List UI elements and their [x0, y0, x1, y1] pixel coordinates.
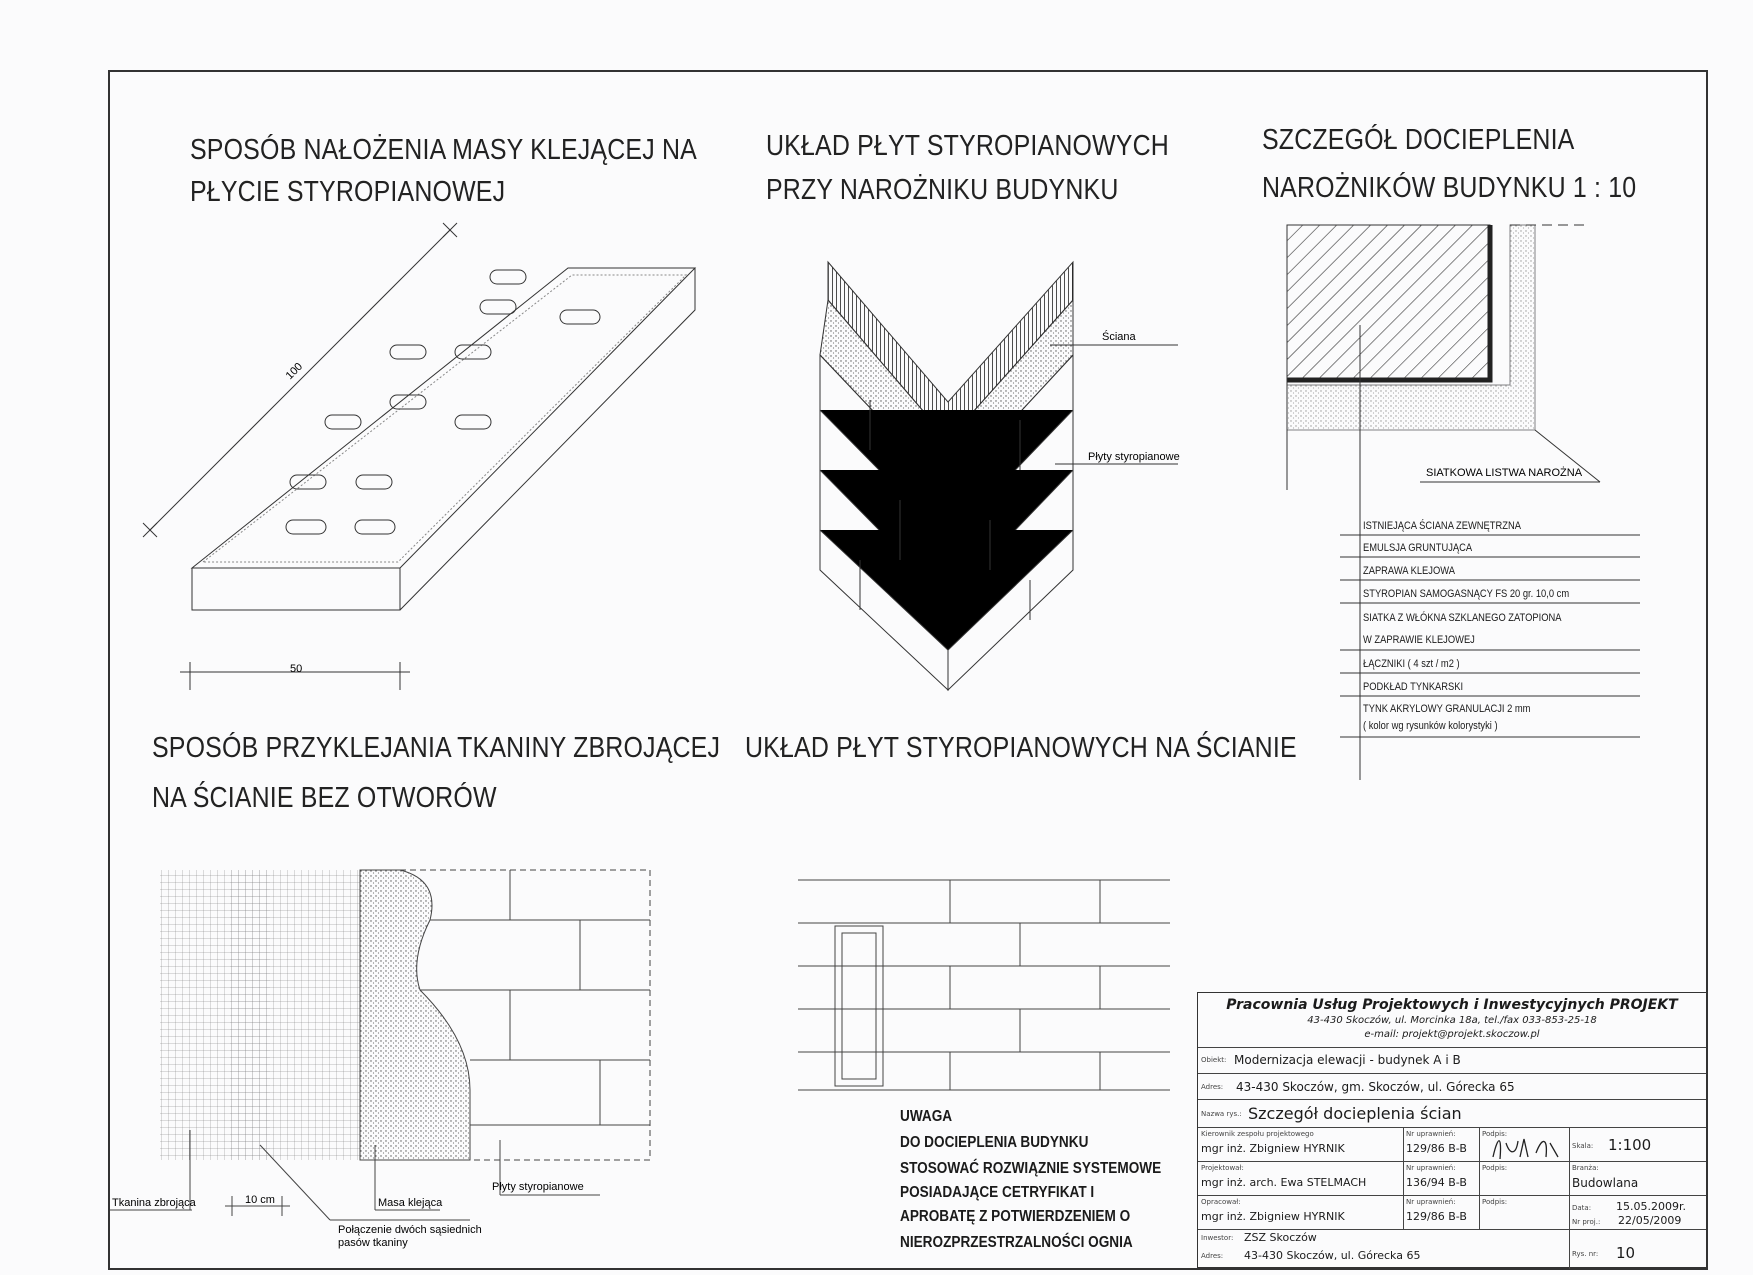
title-corner-detail-1: SZCZEGÓŁ DOCIEPLENIA	[1262, 124, 1575, 156]
layer-2: EMULSJA GRUNTUJĄCA	[1363, 542, 1473, 554]
wall-layout-drawing	[798, 879, 1170, 1091]
person-1-name: mgr inż. Zbigniew HYRNIK	[1201, 1142, 1345, 1155]
layer-1: ISTNIEJĄCA ŚCIANA ZEWNĘTRZNA	[1363, 520, 1521, 532]
layer-8a: TYNK AKRYLOWY GRANULACJI 2 mm	[1363, 703, 1531, 715]
branch-value: Budowlana	[1572, 1176, 1639, 1190]
overlap-dimension: 10 cm	[245, 1194, 275, 1206]
person-2-name: mgr inż. arch. Ewa STELMACH	[1201, 1176, 1367, 1189]
person-3-name: mgr inż. Zbigniew HYRNIK	[1201, 1210, 1345, 1223]
title-block: Pracownia Usług Projektowych i Inwestycy…	[1197, 992, 1707, 1269]
styrofoam-label: Płyty styropianowe	[1088, 451, 1180, 463]
mesh-fabric-label: Tkanina zbrojąca	[112, 1197, 197, 1209]
firm-email: e-mail: projekt@projekt.skoczow.pl	[1364, 1029, 1540, 1040]
adhesive-mass-label: Masa klejąca	[378, 1197, 443, 1209]
mesh-wall-drawing	[110, 869, 651, 1221]
date-value: 15.05.2009r.	[1616, 1200, 1686, 1213]
title-mesh-1: SPOSÓB PRZYKLEJANIA TKANINY ZBROJĄCEJ	[152, 732, 721, 764]
project-no-value: 22/05/2009	[1618, 1214, 1682, 1227]
sheet-no-value: 10	[1616, 1244, 1636, 1262]
scale-value: 1:100	[1608, 1136, 1652, 1154]
drawing-name-value: Szczegół docieplenia ścian	[1248, 1104, 1462, 1123]
person-row-2: Projektował: mgr inż. arch. Ewa STELMACH…	[1198, 1161, 1706, 1195]
investor-row: Inwestor: ZSZ Skoczów Adres: 43-430 Skoc…	[1198, 1229, 1706, 1269]
person-row-3: Opracował: mgr inż. Zbigniew HYRNIK Nr u…	[1198, 1195, 1706, 1229]
layer-8b: ( kolor wg rysunków kolorystyki )	[1363, 720, 1498, 732]
title-mesh-2: NA ŚCIANIE BEZ OTWORÓW	[152, 782, 497, 814]
object-value: Modernizacja elewacji - budynek A i B	[1234, 1053, 1461, 1067]
person-3-license: 129/86 B-B	[1406, 1210, 1467, 1223]
layer-4: STYROPIAN SAMOGASNĄCY FS 20 gr. 10,0 cm	[1363, 588, 1570, 600]
note-line-2: STOSOWAĆ ROZWIĄZNIE SYSTEMOWE	[900, 1160, 1162, 1177]
address-row: Adres: 43-430 Skoczów, gm. Skoczów, ul. …	[1198, 1073, 1706, 1099]
layer-7: PODKŁAD TYNKARSKI	[1363, 681, 1464, 693]
width-dimension: 50	[290, 663, 302, 675]
drawing-name-row: Nazwa rys.: Szczegół docieplenia ścian	[1198, 1099, 1706, 1127]
layer-6: ŁĄCZNIKI ( 4 szt / m2 )	[1363, 658, 1460, 670]
person-row-1: Kierownik zespołu projektowego mgr inż. …	[1198, 1127, 1706, 1161]
person-2-license: 136/94 B-B	[1406, 1176, 1467, 1189]
investor-address-value: 43-430 Skoczów, ul. Górecka 65	[1244, 1249, 1421, 1262]
title-adhesive-2: PŁYCIE STYROPIANOWEJ	[190, 176, 506, 208]
wall-label: Ściana	[1102, 330, 1137, 343]
note-line-3: POSIADAJĄCE CETRYFIKAT I	[900, 1184, 1095, 1201]
investor-value: ZSZ Skoczów	[1244, 1231, 1317, 1244]
layer-5a: SIATKA Z WŁÓKNA SZKLANEGO ZATOPIONA	[1363, 612, 1562, 624]
title-corner-layout-2: PRZY NAROŻNIKU BUDYNKU	[766, 174, 1119, 206]
layer-3: ZAPRAWA KLEJOWA	[1363, 565, 1455, 577]
note-line-4: APROBATĘ Z POTWIERDZENIEM O	[900, 1208, 1131, 1225]
title-wall-layout: UKŁAD PŁYT STYROPIANOWYCH NA ŚCIANIE	[745, 732, 1297, 764]
firm-name: Pracownia Usług Projektowych i Inwestycy…	[1226, 997, 1678, 1013]
corner-detail-drawing	[1286, 224, 1601, 780]
signature-image	[1492, 1138, 1559, 1160]
layer-legend-lines	[1340, 534, 1640, 738]
joint-label-1: Połączenie dwóch sąsiednich	[338, 1224, 482, 1236]
note-heading: UWAGA	[900, 1108, 953, 1125]
corner-strip-label: SIATKOWA LISTWA NAROŻNA	[1426, 466, 1583, 479]
drawing-sheet-border	[108, 70, 1708, 1270]
person-1-license: 129/86 B-B	[1406, 1142, 1467, 1155]
title-corner-layout-1: UKŁAD PŁYT STYROPIANOWYCH	[766, 130, 1169, 162]
note-line-1: DO DOCIEPLENIA BUDYNKU	[900, 1134, 1089, 1151]
joint-label-2: pasów tkaniny	[338, 1237, 408, 1249]
title-adhesive-1: SPOSÓB NAŁOŻENIA MASY KLEJĄCEJ NA	[190, 134, 697, 166]
adhesive-board-drawing	[142, 222, 697, 690]
layer-5b: W ZAPRAWIE KLEJOWEJ	[1363, 634, 1475, 646]
length-dimension: 100	[284, 361, 305, 382]
corner-boards-drawing	[819, 260, 1178, 692]
object-row: Obiekt: Modernizacja elewacji - budynek …	[1198, 1047, 1706, 1073]
note-line-5: NIEROZPRZESTRZALNOŚCI OGNIA	[900, 1234, 1133, 1251]
boards-bottom-label: Płyty styropianowe	[492, 1181, 584, 1193]
site-address-value: 43-430 Skoczów, gm. Skoczów, ul. Górecka…	[1236, 1080, 1515, 1094]
firm-address: 43-430 Skoczów, ul. Morcinka 18a, tel./f…	[1307, 1015, 1597, 1026]
title-corner-detail-2: NAROŻNIKÓW BUDYNKU 1 : 10	[1262, 172, 1637, 204]
